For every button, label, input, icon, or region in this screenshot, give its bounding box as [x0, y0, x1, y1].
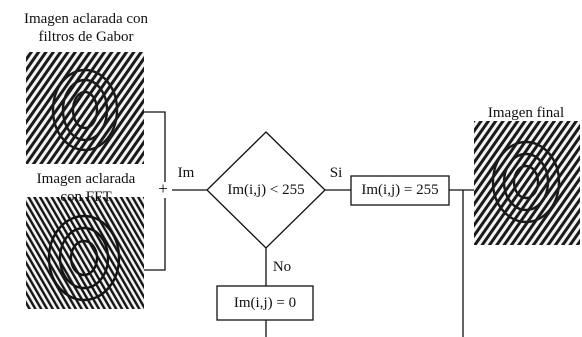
no-label: No	[272, 259, 292, 275]
final-caption: Imagen final	[487, 105, 565, 121]
gabor-fingerprint-image	[26, 52, 144, 164]
no-action-text: Im(i,j) = 0	[233, 295, 297, 311]
final-fingerprint-image	[474, 121, 580, 245]
decision-condition: Im(i,j) < 255	[227, 182, 305, 198]
decision-diamond	[206, 131, 326, 249]
plus-sign: +	[158, 179, 168, 198]
yes-action-box	[350, 175, 450, 206]
fft-fingerprint-image	[26, 197, 144, 309]
im-label: Im	[177, 165, 195, 181]
yes-action-text: Im(i,j) = 255	[361, 182, 439, 198]
gabor-caption-line-1: Imagen aclarada con	[23, 11, 149, 27]
yes-label: Si	[329, 165, 343, 181]
no-action-box	[216, 285, 314, 321]
gabor-connector	[144, 111, 166, 182]
fft-caption-line-2: con FFT	[60, 189, 112, 205]
gabor-caption-line-2: filtros de Gabor	[38, 29, 134, 45]
fft-connector	[144, 198, 166, 271]
fft-caption-line-1: Imagen aclarada	[36, 171, 136, 187]
